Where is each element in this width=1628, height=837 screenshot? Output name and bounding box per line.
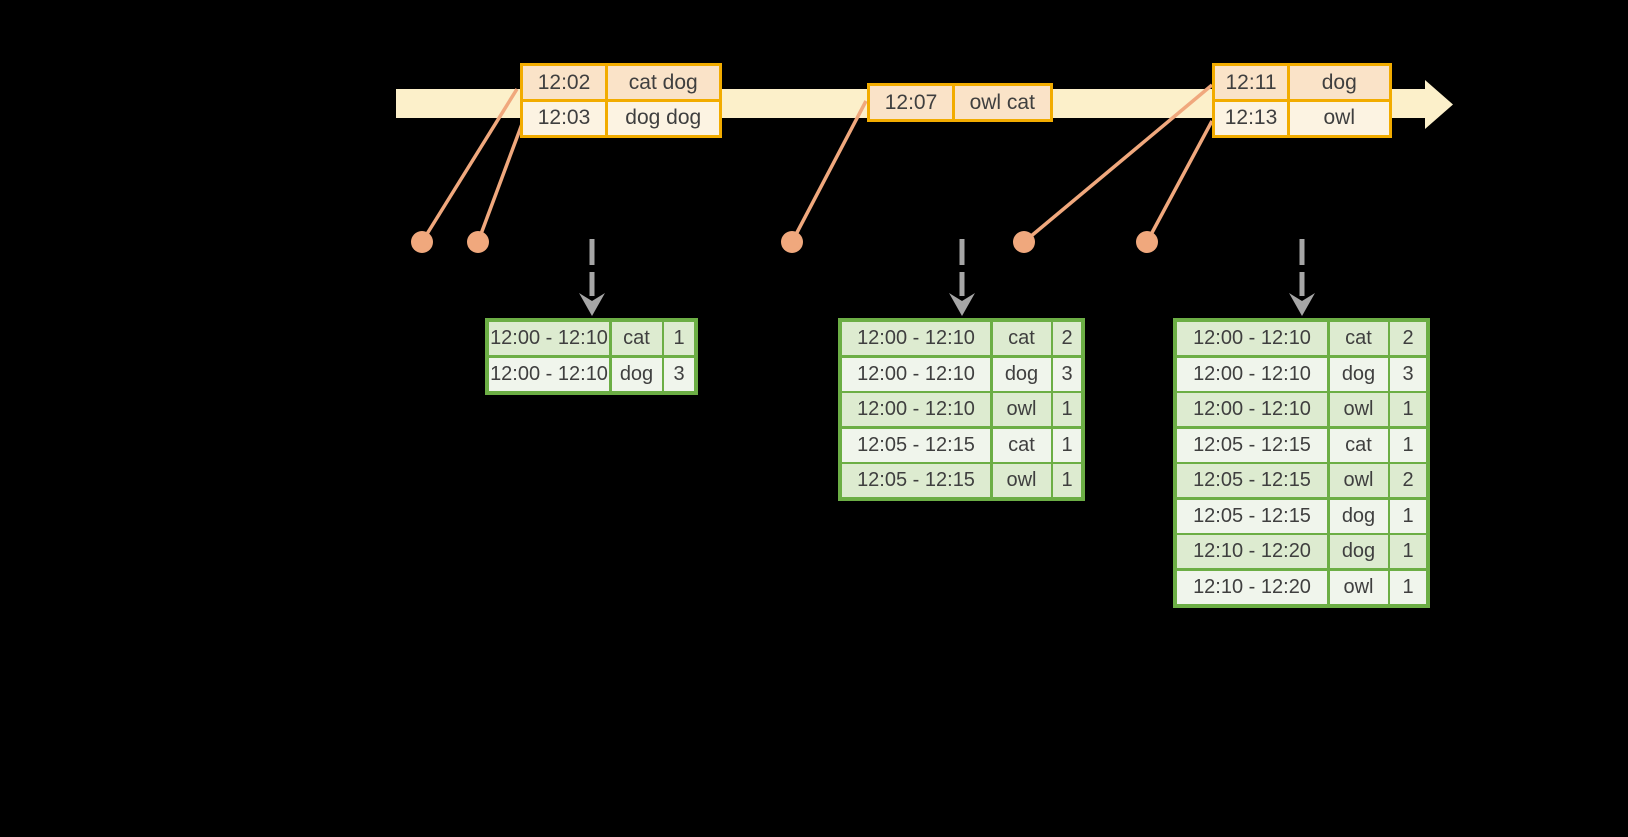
result-word-cell: dog <box>1329 535 1388 568</box>
result-window-cell: 12:10 - 12:20 <box>1177 570 1327 604</box>
event-time-cell: 12:11 <box>1215 66 1287 99</box>
result-word-cell: dog <box>611 357 662 391</box>
event-time-cell: 12:03 <box>523 101 605 135</box>
result-window-cell: 12:05 - 12:15 <box>842 428 990 462</box>
result-window-cell: 12:05 - 12:15 <box>842 464 990 497</box>
result-window-cell: 12:10 - 12:20 <box>1177 535 1327 568</box>
result-count-cell: 1 <box>1390 570 1426 604</box>
result-count-cell: 2 <box>1390 464 1426 497</box>
event-dot-icon <box>781 231 803 253</box>
result-count-cell: 1 <box>1390 428 1426 462</box>
result-count-cell: 3 <box>1390 357 1426 391</box>
event-dot-icon <box>1013 231 1035 253</box>
result-word-cell: cat <box>611 322 662 355</box>
event-words-cell: cat dog <box>607 66 719 99</box>
result-word-cell: owl <box>1329 570 1388 604</box>
event-connector-line <box>1145 120 1214 243</box>
result-word-cell: owl <box>1329 393 1388 426</box>
result-count-cell: 2 <box>1053 322 1081 355</box>
down-arrow-icon <box>949 293 975 316</box>
event-connector-line <box>476 123 524 243</box>
result-word-cell: cat <box>1329 322 1388 355</box>
event-connectors <box>420 83 1214 244</box>
result-word-cell: cat <box>992 428 1051 462</box>
event-dot-icon <box>1136 231 1158 253</box>
result-word-cell: dog <box>992 357 1051 391</box>
result-window-cell: 12:00 - 12:10 <box>842 393 990 426</box>
event-connector-line <box>790 100 868 243</box>
event-dots <box>411 231 1158 253</box>
result-window-cell: 12:05 - 12:15 <box>1177 499 1327 533</box>
result-word-cell: cat <box>1329 428 1388 462</box>
result-count-cell: 2 <box>1390 322 1426 355</box>
result-window-cell: 12:00 - 12:10 <box>489 322 609 355</box>
result-count-cell: 1 <box>1053 464 1081 497</box>
event-time-cell: 12:02 <box>523 66 605 99</box>
event-words-cell: dog dog <box>607 101 719 135</box>
result-window-cell: 12:05 - 12:15 <box>1177 464 1327 497</box>
result-count-cell: 1 <box>664 322 694 355</box>
result-count-cell: 1 <box>1390 535 1426 568</box>
result-window-cell: 12:00 - 12:10 <box>1177 322 1327 355</box>
result-count-cell: 1 <box>1053 393 1081 426</box>
down-arrow-icon <box>1289 293 1315 316</box>
event-connector-line <box>1022 83 1214 244</box>
result-window-cell: 12:00 - 12:10 <box>842 322 990 355</box>
event-words-cell: dog <box>1289 66 1389 99</box>
event-dot-icon <box>411 231 433 253</box>
result-window-cell: 12:05 - 12:15 <box>1177 428 1327 462</box>
result-window-cell: 12:00 - 12:10 <box>489 357 609 391</box>
event-connector-line <box>420 88 519 243</box>
trigger-arrows <box>579 239 1315 316</box>
result-word-cell: owl <box>992 393 1051 426</box>
down-arrow-icon <box>579 293 605 316</box>
result-count-cell: 3 <box>1053 357 1081 391</box>
result-count-cell: 3 <box>664 357 694 391</box>
result-window-cell: 12:00 - 12:10 <box>1177 393 1327 426</box>
result-count-cell: 1 <box>1390 499 1426 533</box>
result-count-cell: 1 <box>1390 393 1426 426</box>
result-window-cell: 12:00 - 12:10 <box>842 357 990 391</box>
event-words-cell: owl <box>1289 101 1389 135</box>
result-word-cell: owl <box>1329 464 1388 497</box>
result-word-cell: dog <box>1329 357 1388 391</box>
event-words-cell: owl cat <box>954 86 1050 119</box>
result-count-cell: 1 <box>1053 428 1081 462</box>
event-dot-icon <box>467 231 489 253</box>
event-time-cell: 12:13 <box>1215 101 1287 135</box>
result-word-cell: cat <box>992 322 1051 355</box>
result-word-cell: dog <box>1329 499 1388 533</box>
event-time-cell: 12:07 <box>870 86 952 119</box>
result-window-cell: 12:00 - 12:10 <box>1177 357 1327 391</box>
result-word-cell: owl <box>992 464 1051 497</box>
